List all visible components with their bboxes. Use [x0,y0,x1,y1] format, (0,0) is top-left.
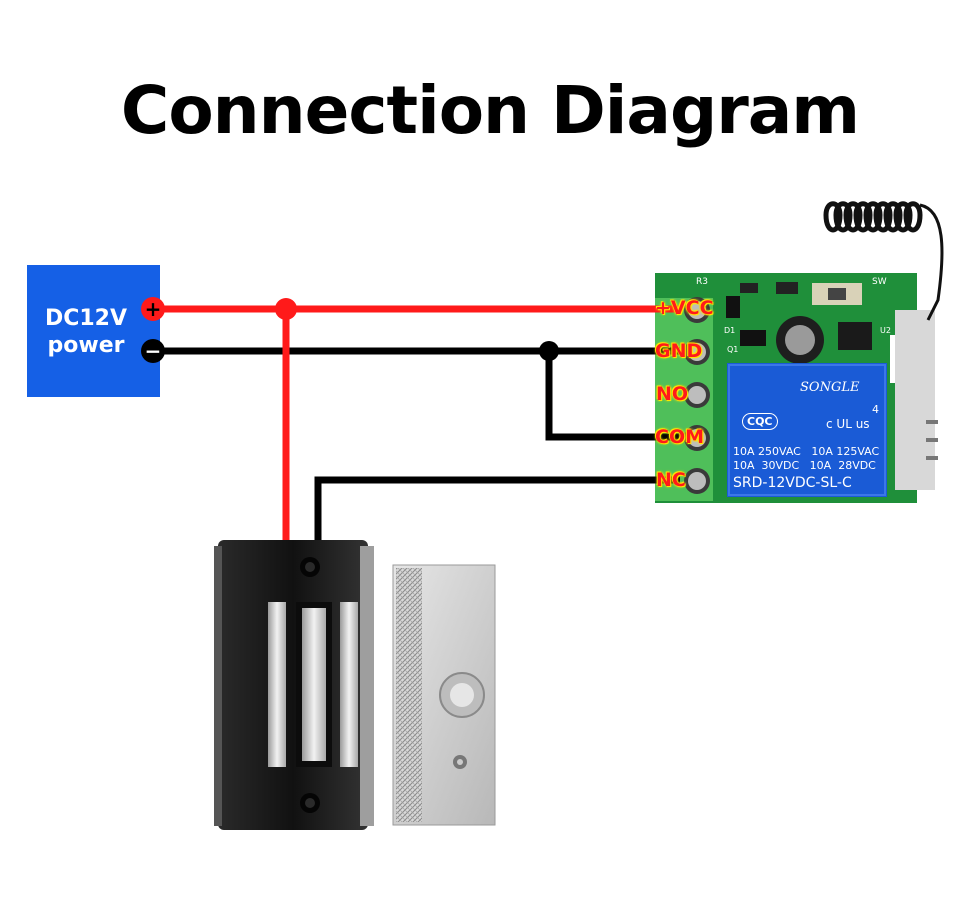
junction-node-vcc [275,298,297,320]
silk-u2: U2 [880,326,891,335]
terminal-label-vcc: +VCC [655,297,714,319]
smd-component [740,283,758,293]
armature-plate-icon [392,564,496,826]
capacitor-top [785,325,815,355]
rf-module [895,310,935,490]
page-title: Connection Diagram [120,72,860,149]
negative-symbol: − [145,339,162,363]
power-supply-voltage: DC12V [44,306,128,331]
power-supply-word: power [47,333,125,358]
rf-pin [926,420,938,424]
relay-cqc-mark: CQC [742,413,778,430]
relay-edge [728,364,886,496]
negative-wires [153,347,680,540]
transistor [740,330,766,346]
relay-ul-mark: c UL us [826,417,870,431]
wire-gnd-to-com [545,351,680,441]
silk-d1: D1 [724,326,735,335]
silk-q1: Q1 [727,345,738,354]
relay-rating-ac: 10A 250VAC 10A 125VAC [733,445,880,458]
wire-nc-to-lock [314,476,680,540]
terminal-label-nc: NC [656,469,686,491]
relay-ul-number: 4 [872,403,879,416]
electromagnetic-lock-icon [214,540,374,830]
relay-brand: SONGLE [800,380,860,395]
relay-module: R3 SW D1 Q1 U2 [655,273,938,503]
diode [726,296,740,318]
smd-component [776,282,798,294]
relay-rating-dc: 10A 30VDC 10A 28VDC [733,459,876,472]
silk-r3: R3 [696,277,708,287]
relay-body [727,363,887,497]
relay-model: SRD-12VDC-SL-C [733,475,852,491]
positive-wires [153,305,680,540]
positive-symbol: + [145,297,162,321]
spring-antenna-icon [823,201,944,321]
terminal-label-gnd: GND [655,340,703,362]
rf-pin [926,456,938,460]
terminal-label-com: COM [655,426,705,448]
rf-pin [926,438,938,442]
junction-node-gnd [539,341,559,361]
terminal-screws [684,297,710,494]
chip [838,322,872,350]
negative-terminal-icon: − [141,339,165,363]
positive-terminal-icon: + [141,297,165,321]
push-button-cap [828,288,846,300]
power-supply-label: DC12V power [27,305,145,359]
silk-sw: SW [872,277,887,287]
power-supply-box: DC12V power [27,265,160,397]
terminal-label-no: NO [656,383,689,405]
